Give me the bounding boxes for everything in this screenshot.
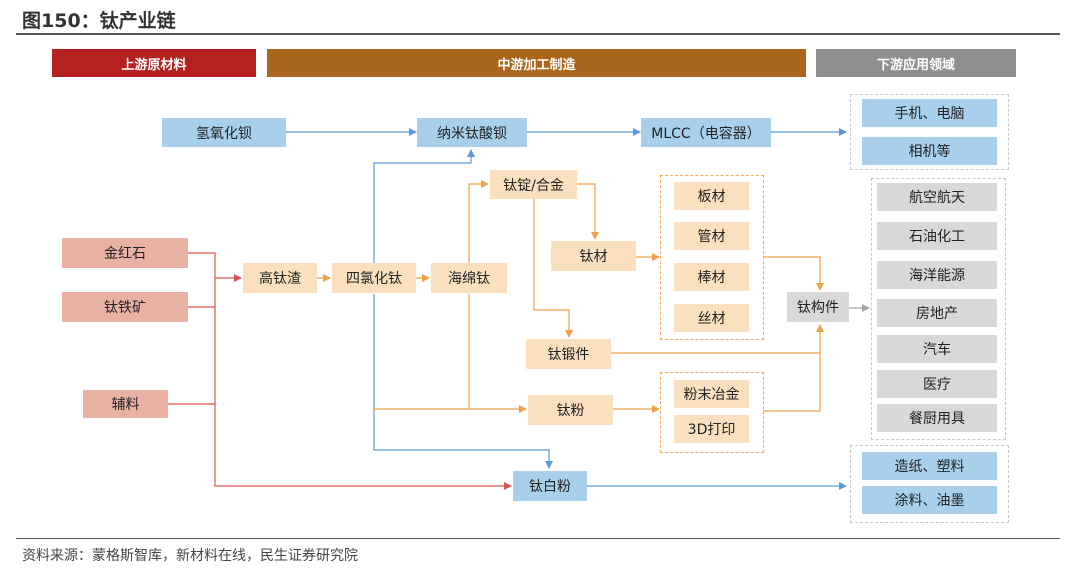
- arrow-ingot-to-material: [577, 183, 599, 240]
- arrow-ticl4-to-nano: [373, 149, 475, 263]
- node-marine-energy: 海洋能源: [877, 261, 997, 289]
- node-camera: 相机等: [862, 137, 997, 165]
- group-downstream-components: [871, 178, 1006, 440]
- group-ti-material-types: [660, 175, 764, 340]
- node-tube: 管材: [674, 222, 749, 250]
- node-automobile: 汽车: [877, 335, 997, 363]
- node-tio2: 钛白粉: [513, 471, 587, 501]
- node-forgings: 钛锻件: [526, 339, 611, 369]
- arrow-ticl4-to-tio2: [373, 294, 553, 469]
- node-ticl4: 四氯化钛: [332, 263, 416, 293]
- group-downstream-tio2: [850, 445, 1009, 523]
- node-medical: 医疗: [877, 370, 997, 398]
- band-upstream: 上游原材料: [52, 49, 256, 77]
- node-wire: 丝材: [674, 304, 749, 332]
- node-coating-ink: 涂料、油墨: [862, 486, 997, 514]
- node-kitchenware: 餐厨用具: [877, 404, 997, 432]
- arrow-sponge-to-powder: [468, 294, 527, 413]
- node-ilmenite: 钛铁矿: [62, 292, 188, 322]
- bottom-rule: [16, 538, 1060, 539]
- node-petrochemical: 石油化工: [877, 222, 997, 250]
- node-nano-barium-titanate: 纳米钛酸钡: [417, 118, 527, 147]
- arrow-ingot-to-forgings: [533, 199, 573, 338]
- node-rutile: 金红石: [62, 238, 188, 268]
- node-mlcc: MLCC（电容器）: [641, 118, 771, 147]
- node-paper-plastic: 造纸、塑料: [862, 452, 997, 480]
- arrow-types-to-components: [763, 256, 824, 291]
- node-high-ti-slag: 高钛渣: [243, 263, 317, 293]
- node-barium-hydroxide: 氢氧化钡: [162, 118, 286, 147]
- node-ti-powder: 钛粉: [528, 395, 613, 425]
- top-rule: [16, 33, 1060, 35]
- source-note: 资料来源：蒙格斯智库，新材料在线，民生证券研究院: [22, 548, 358, 564]
- group-powder-uses: [660, 372, 764, 453]
- arrow-sponge-to-ingot: [468, 180, 489, 263]
- node-ingot-alloy: 钛锭/合金: [490, 170, 577, 199]
- node-sponge-ti: 海绵钛: [431, 263, 507, 293]
- node-phone-pc: 手机、电脑: [862, 99, 997, 127]
- node-3d-printing: 3D打印: [674, 415, 749, 443]
- arrow-aux-to-tio2: [214, 404, 512, 490]
- node-bar: 棒材: [674, 263, 749, 291]
- band-midstream: 中游加工制造: [267, 49, 806, 77]
- node-auxiliary: 辅料: [83, 390, 168, 418]
- node-aerospace: 航空航天: [877, 183, 997, 211]
- node-real-estate: 房地产: [877, 299, 997, 327]
- node-powder-metallurgy: 粉末冶金: [674, 380, 749, 408]
- arrow-raw-trunk: [168, 252, 216, 405]
- group-downstream-mlcc: [850, 94, 1009, 170]
- band-downstream: 下游应用领域: [816, 49, 1016, 77]
- arrow-uses-to-components: [763, 353, 821, 412]
- figure-title: 图150：钛产业链: [22, 10, 176, 32]
- node-plate: 板材: [674, 182, 749, 210]
- node-ti-material: 钛材: [551, 241, 636, 271]
- node-components: 钛构件: [787, 292, 849, 322]
